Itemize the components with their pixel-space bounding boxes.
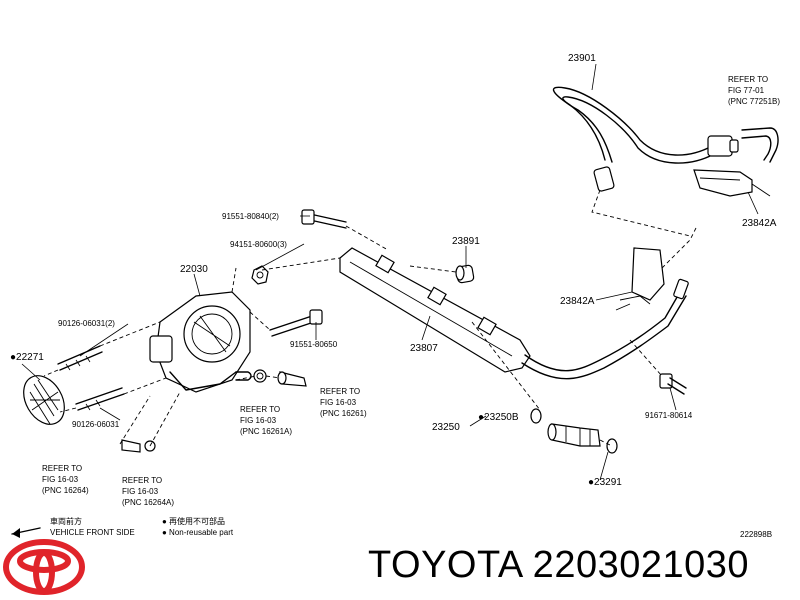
- throttle-body-22030: [149, 291, 252, 393]
- injector-23250: [547, 423, 601, 447]
- label-91671-80614: 91671-80614: [645, 411, 693, 420]
- label-23807: 23807: [410, 343, 438, 354]
- label-nonreuse-en: ● Non-reusable part: [162, 528, 234, 537]
- brand-part-number: TOYOTA 2203021030: [368, 544, 750, 586]
- part-labels: 23901 REFER TO FIG 77-01 (PNC 77251B) 23…: [10, 53, 780, 507]
- stud-90126-06031: [75, 387, 125, 411]
- label-22271: ●22271: [10, 352, 44, 363]
- label-ref7701-b: FIG 77-01: [728, 86, 765, 95]
- clip-23842a-top: [693, 169, 771, 197]
- label-ref1603-right-c: (PNC 16261): [320, 409, 367, 418]
- o-ring-23291: [606, 438, 618, 454]
- label-ref1603-mid-a: REFER TO: [240, 405, 280, 414]
- leader-lines: [21, 63, 759, 481]
- label-ref7701-a: REFER TO: [728, 75, 768, 84]
- label-nonreuse-jp: ● 再使用不可部品: [162, 516, 225, 526]
- label-ref1603-right-b: FIG 16-03: [320, 398, 357, 407]
- label-ref1603-bl-b: FIG 16-03: [122, 487, 159, 496]
- gasket-22271: [23, 375, 65, 425]
- label-90126-06031: 90126-06031: [72, 420, 120, 429]
- label-23250b: ●23250B: [478, 412, 519, 423]
- bolt-91551-80840: [301, 209, 347, 229]
- label-front-jp: 車両前方: [50, 516, 82, 526]
- clip-23842a-mid: [615, 227, 697, 311]
- clamp-16261a: [253, 369, 267, 383]
- label-23842a-mid: 23842A: [560, 296, 595, 307]
- toyota-logo-icon: [3, 539, 85, 595]
- hose-16261: [277, 371, 307, 387]
- label-23842a-top: 23842A: [742, 218, 777, 229]
- label-ref1603-left-a: REFER TO: [42, 464, 82, 473]
- label-ref1603-mid-b: FIG 16-03: [240, 416, 277, 425]
- fuel-hose-23901: [552, 86, 739, 192]
- assembly-lines: [43, 189, 691, 447]
- label-23250: 23250: [432, 422, 460, 433]
- label-ref7701-c: (PNC 77251B): [728, 97, 780, 106]
- label-91551-80840: 91551-80840(2): [222, 212, 279, 221]
- nut-94151-80600: [251, 265, 269, 285]
- front-arrowhead-icon: [12, 528, 20, 538]
- label-94151-80600: 94151-80600(3): [230, 240, 287, 249]
- stud-90126-06031-2: [57, 345, 103, 371]
- label-ref1603-right-a: REFER TO: [320, 387, 360, 396]
- label-23291: ●23291: [588, 477, 622, 488]
- hose-end-77251b: [741, 127, 779, 163]
- label-ref1603-left-b: FIG 16-03: [42, 475, 79, 484]
- label-90126-06031-2: 90126-06031(2): [58, 319, 115, 328]
- bolt-91551-80650: [269, 309, 323, 337]
- label-ref1603-bl-a: REFER TO: [122, 476, 162, 485]
- damper-23891: [455, 264, 475, 284]
- label-ref1603-bl-c: (PNC 16264A): [122, 498, 174, 507]
- fuel-rail-23807: [339, 247, 689, 380]
- hose-16264: [121, 439, 141, 453]
- label-ref1603-mid-c: (PNC 16261A): [240, 427, 292, 436]
- label-22030: 22030: [180, 264, 208, 275]
- label-23901: 23901: [568, 53, 596, 64]
- label-91551-80650: 91551-80650: [290, 340, 338, 349]
- label-ref1603-left-c: (PNC 16264): [42, 486, 89, 495]
- legend: 車両前方 VEHICLE FRONT SIDE ● 再使用不可部品 ● Non-…: [11, 516, 772, 539]
- label-fig-code: 222898B: [740, 530, 772, 539]
- bolt-91671-80614: [659, 373, 687, 395]
- label-23891: 23891: [452, 236, 480, 247]
- o-ring-23250b: [530, 408, 542, 424]
- label-front-en: VEHICLE FRONT SIDE: [50, 528, 135, 537]
